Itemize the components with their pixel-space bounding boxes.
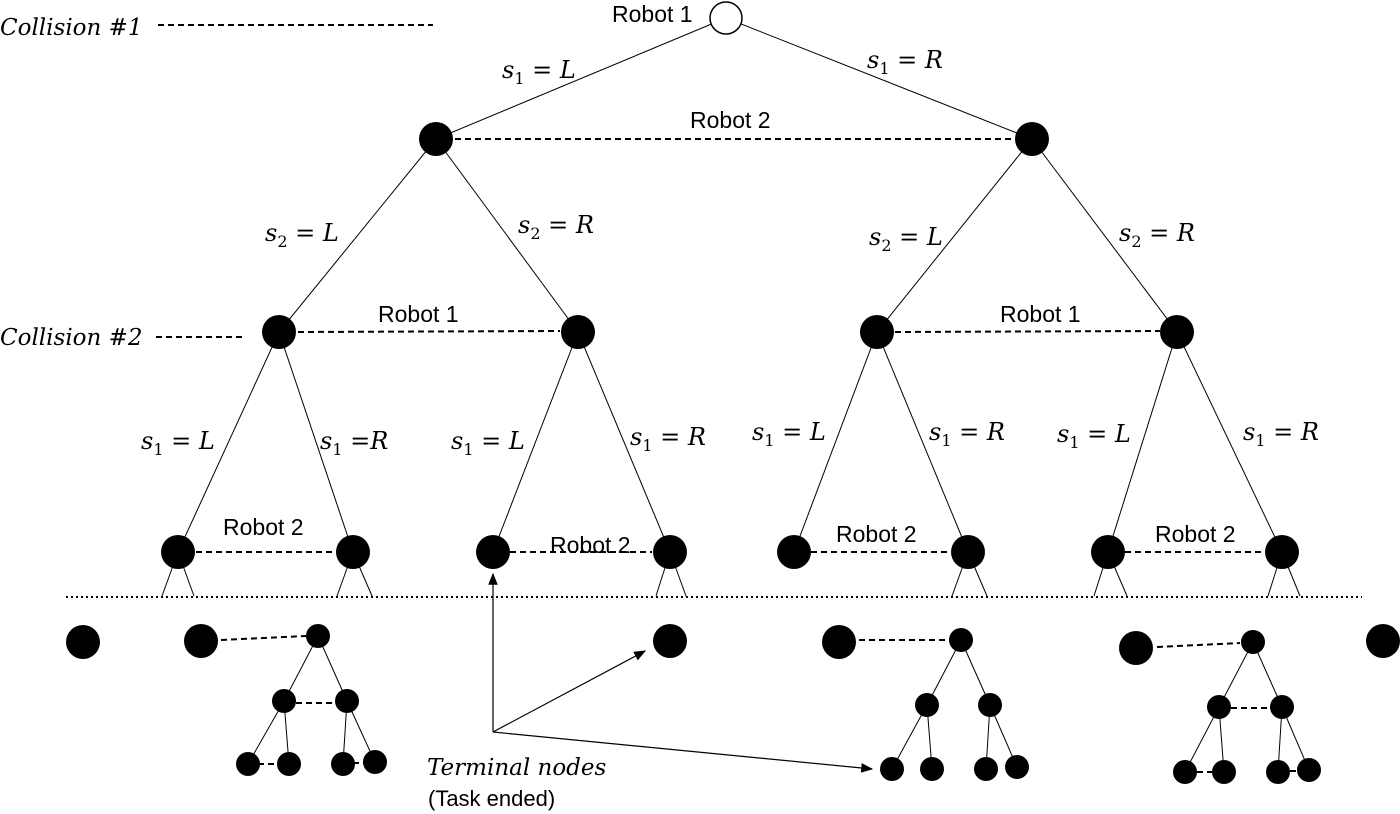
edge-label-l2-8: s1 = R: [1243, 418, 1319, 450]
root-node: [709, 1, 743, 35]
level1-link-label: Robot 2: [690, 107, 771, 133]
level3-link-label-4: Robot 2: [1155, 521, 1236, 547]
edge-label-root-right: s1 = R: [867, 46, 943, 78]
edge-label-l1-left-right: s2 = R: [518, 211, 594, 243]
info-set-links: [196, 138, 1265, 553]
tree-edges: [161, 17, 1301, 597]
edge-label-l2-1: s1 = L: [141, 427, 215, 459]
edge-label-l1-left-left: s2 = L: [265, 219, 339, 251]
level2-left-link-label: Robot 1: [378, 301, 459, 327]
collision-2-label: Collision #2: [0, 325, 143, 351]
level3-link-label-3: Robot 2: [836, 521, 917, 547]
root-label: Robot 1: [612, 1, 693, 27]
terminal-nodes-sublabel: (Task ended): [428, 786, 555, 811]
level3-link-label-1: Robot 2: [223, 514, 304, 540]
edge-label-l1-right-left: s2 = L: [869, 223, 943, 255]
collision-1-label: Collision #1: [0, 15, 143, 41]
edge-label-l2-4: s1 = R: [630, 423, 706, 455]
terminal-nodes-label: Terminal nodes: [427, 755, 607, 781]
edge-label-l2-7: s1 = L: [1057, 420, 1131, 452]
edge-label-root-left: s1 = L: [502, 56, 576, 88]
edge-label-l2-2: s1 =R: [320, 427, 388, 459]
edge-label-l2-3: s1 = L: [451, 427, 525, 459]
edge-label-l2-6: s1 = R: [929, 418, 1005, 450]
edge-label-l1-right-right: s2 = R: [1119, 219, 1195, 251]
tree-nodes: [161, 122, 1299, 569]
edge-label-l2-5: s1 = L: [752, 418, 826, 450]
terminal-region: [66, 624, 1400, 784]
terminal-arrows: [488, 572, 874, 773]
level2-right-link-label: Robot 1: [1000, 301, 1081, 327]
level3-link-label-2: Robot 2: [550, 532, 631, 558]
